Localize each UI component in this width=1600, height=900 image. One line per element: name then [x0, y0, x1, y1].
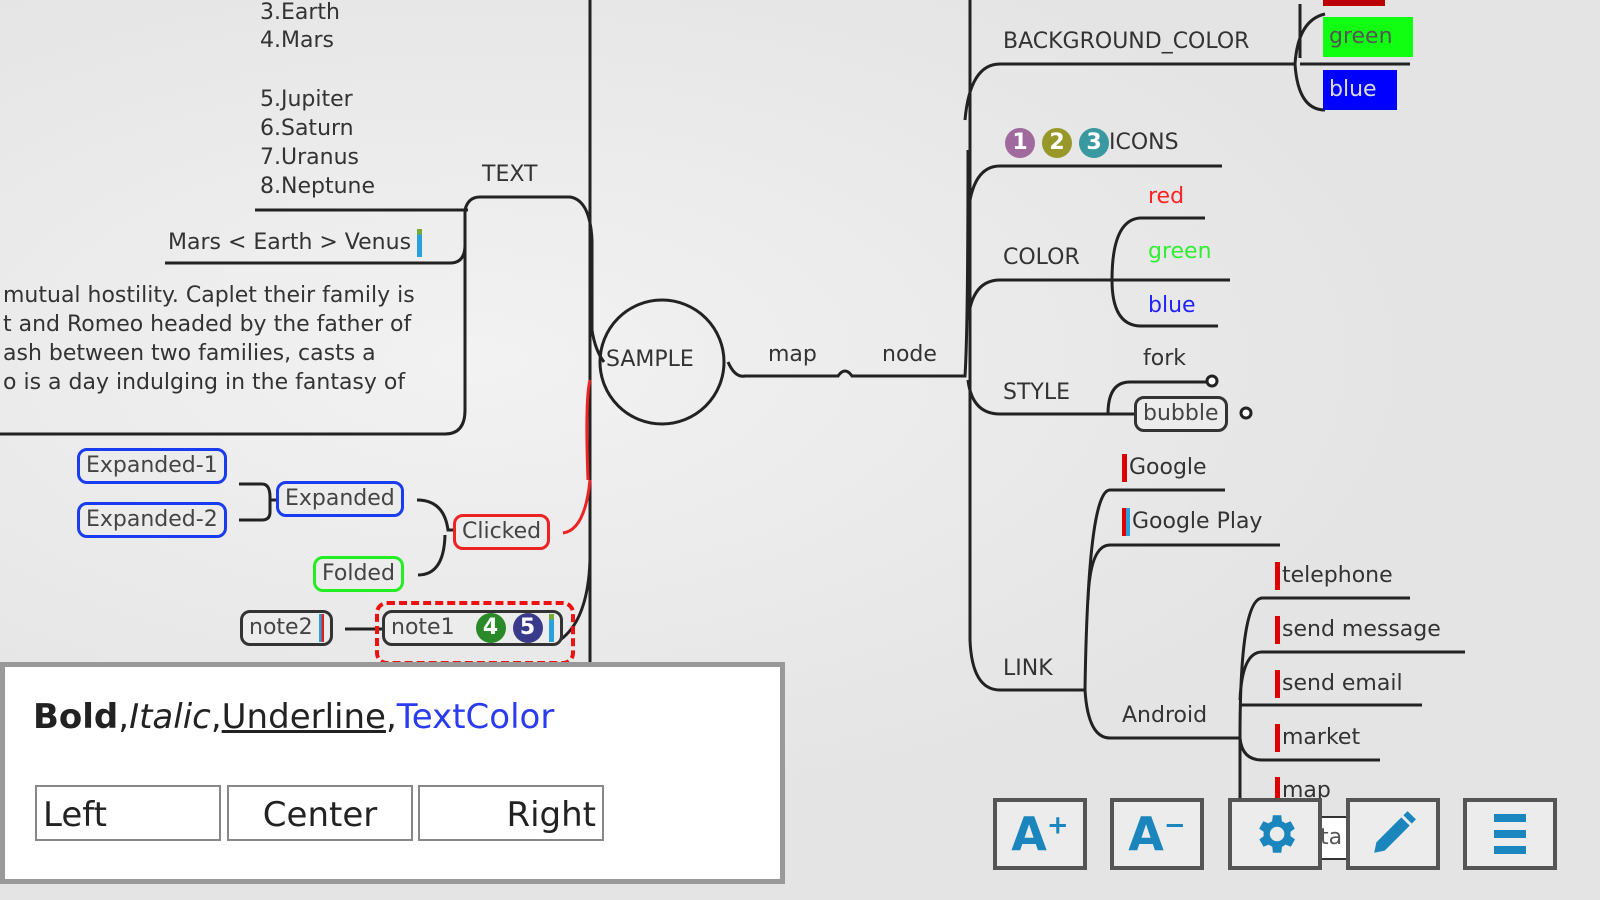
planet-mars[interactable]: 4.Mars [260, 28, 334, 53]
number-5-icon: 5 [512, 613, 543, 643]
font-increase-icon: A+ [1011, 807, 1069, 861]
story-line: t and Romeo headed by the father of [3, 312, 412, 337]
node-color[interactable]: COLOR [1003, 245, 1080, 270]
red-bg-node[interactable] [1323, 0, 1385, 6]
link-icon [1275, 562, 1280, 590]
separator: , [385, 697, 397, 737]
node-color-blue[interactable]: blue [1148, 293, 1196, 318]
node-google-play[interactable]: Google Play [1122, 508, 1262, 536]
telephone-label: telephone [1282, 563, 1393, 588]
node-expanded-1[interactable]: Expanded-1 [77, 448, 227, 484]
node-market[interactable]: market [1275, 724, 1360, 752]
font-decrease-button[interactable]: A− [1110, 798, 1204, 870]
planet-jupiter[interactable]: 5.Jupiter [260, 87, 353, 112]
note1-label: note1 [391, 615, 455, 640]
cell-left: Left [35, 785, 221, 841]
settings-button[interactable] [1228, 798, 1322, 870]
node-link[interactable]: LINK [1003, 656, 1053, 681]
italic-text: Italic [129, 697, 211, 737]
note2-label: note2 [249, 615, 313, 640]
node-map[interactable]: map [768, 342, 817, 367]
menu-icon [1494, 814, 1526, 854]
google-label: Google [1129, 455, 1207, 480]
colored-text: TextColor [396, 697, 555, 737]
node-send-email[interactable]: send email [1275, 670, 1403, 698]
note-marker-icon [318, 614, 324, 642]
font-increase-button[interactable]: A+ [993, 798, 1087, 870]
link-icon [1275, 724, 1280, 752]
node-folded[interactable]: Folded [313, 556, 404, 592]
compare-text: Mars < Earth > Venus [168, 230, 412, 255]
send-email-label: send email [1282, 671, 1403, 696]
number-3-icon: 3 [1079, 128, 1109, 158]
node-note2[interactable]: note2 [240, 610, 333, 646]
underline-text: Underline [221, 697, 386, 737]
menu-button[interactable] [1463, 798, 1557, 870]
node-send-message[interactable]: send message [1275, 616, 1441, 644]
planet-earth[interactable]: 3.Earth [260, 0, 340, 25]
cell-right: Right [418, 785, 604, 841]
center-node-sample[interactable]: SAMPLE [606, 347, 694, 372]
node-expanded-2[interactable]: Expanded-2 [77, 502, 227, 538]
node-clicked[interactable]: Clicked [453, 514, 551, 550]
node-android[interactable]: Android [1122, 703, 1208, 728]
node-bg-green[interactable]: green [1323, 17, 1413, 57]
google-play-label: Google Play [1132, 509, 1263, 534]
number-2-icon: 2 [1042, 128, 1072, 158]
story-line: ash between two families, casts a [3, 341, 376, 366]
number-1-icon: 1 [1005, 128, 1035, 158]
node-partial[interactable]: ta [1318, 816, 1350, 860]
formatted-text: Bold,Italic,Underline,TextColor [33, 697, 554, 737]
font-decrease-icon: A− [1128, 807, 1186, 861]
link-icon [1122, 454, 1127, 482]
separator: , [118, 697, 130, 737]
node-color-red[interactable]: red [1148, 184, 1185, 209]
link-icon [1275, 616, 1280, 644]
node-node[interactable]: node [882, 342, 937, 367]
node-compare[interactable]: Mars < Earth > Venus [168, 229, 423, 257]
node-background-color[interactable]: BACKGROUND_COLOR [1003, 29, 1250, 54]
node-telephone[interactable]: telephone [1275, 562, 1393, 590]
link-icon [1122, 508, 1130, 536]
gear-icon [1259, 815, 1295, 853]
note-marker-icon [417, 229, 423, 257]
node-note1[interactable]: note1 4 5 [382, 610, 563, 646]
bold-text: Bold [33, 697, 119, 737]
node-fork[interactable]: fork [1143, 346, 1186, 371]
link-icon [1275, 777, 1280, 805]
planet-neptune[interactable]: 8.Neptune [260, 174, 375, 199]
node-bubble[interactable]: bubble [1134, 396, 1228, 432]
market-label: market [1282, 725, 1361, 750]
send-message-label: send message [1282, 617, 1441, 642]
icons-label: ICONS [1109, 130, 1179, 155]
number-4-icon: 4 [475, 613, 506, 643]
node-google[interactable]: Google [1122, 454, 1207, 482]
planet-saturn[interactable]: 6.Saturn [260, 116, 354, 141]
node-bg-blue[interactable]: blue [1323, 70, 1397, 110]
link-icon [1275, 670, 1280, 698]
note-preview-panel: Bold,Italic,Underline,TextColor Left Cen… [0, 662, 785, 884]
node-expanded[interactable]: Expanded [276, 481, 404, 517]
edit-button[interactable] [1346, 798, 1440, 870]
story-line: o is a day indulging in the fantasy of [3, 370, 406, 395]
cell-center: Center [227, 785, 413, 841]
note-marker-icon [548, 614, 554, 642]
pencil-icon [1374, 811, 1416, 853]
node-color-green[interactable]: green [1148, 239, 1212, 264]
node-text[interactable]: TEXT [482, 162, 538, 187]
node-style[interactable]: STYLE [1003, 380, 1070, 405]
separator: , [210, 697, 222, 737]
planet-uranus[interactable]: 7.Uranus [260, 145, 359, 170]
story-line: mutual hostility. Caplet their family is [3, 283, 415, 308]
